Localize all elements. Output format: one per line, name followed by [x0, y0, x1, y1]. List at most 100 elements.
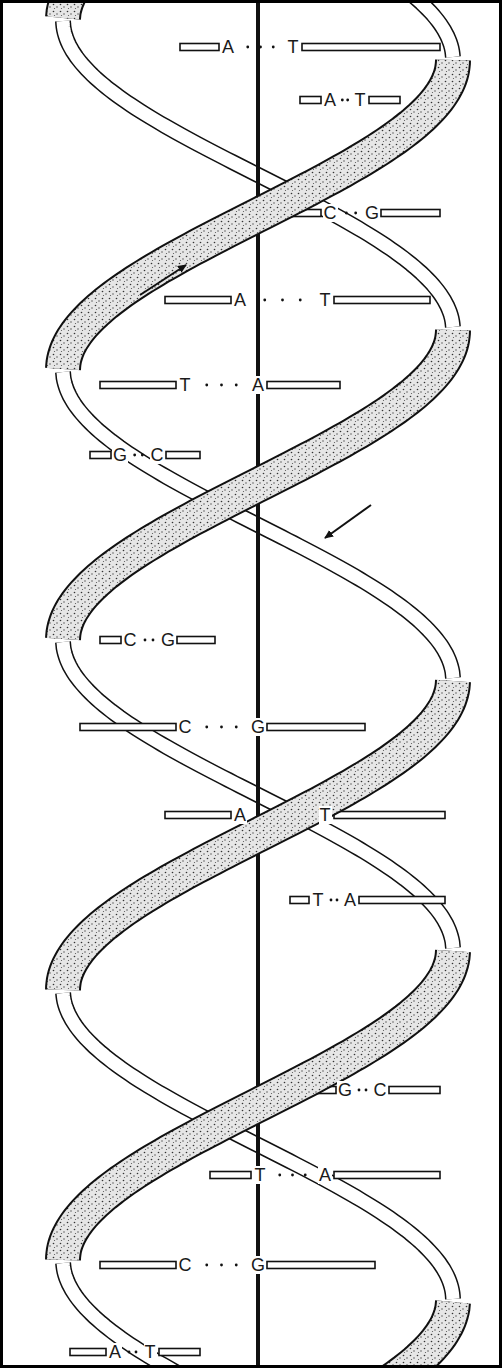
hydrogen-bond-dot [144, 639, 147, 642]
base-rod [300, 97, 321, 104]
base-letter: G [364, 204, 380, 222]
base-letter: T [354, 91, 367, 109]
hydrogen-bond-dot [235, 384, 238, 387]
hydrogen-bond-dot [133, 454, 136, 457]
front-strand-edge [305, 1302, 453, 1365]
base-rod [359, 897, 445, 904]
base-letter: T [254, 1166, 267, 1184]
double-helix [3, 3, 499, 1365]
direction-arrow [140, 265, 186, 295]
base-letter: T [144, 1343, 157, 1361]
base-letter: T [319, 291, 332, 309]
hydrogen-bond-dot [345, 212, 348, 215]
base-rod [159, 1349, 200, 1356]
base-rod [80, 724, 176, 731]
hydrogen-bond-dot [281, 299, 284, 302]
front-strand-edge [63, 60, 453, 369]
base-letter: A [108, 1343, 122, 1361]
base-letter: C [323, 204, 338, 222]
base-rod [267, 1262, 375, 1269]
base-rod [290, 897, 309, 904]
base-letter: G [112, 446, 128, 464]
base-rod [180, 44, 219, 51]
base-letter: A [251, 376, 265, 394]
hydrogen-bond-dot [272, 46, 275, 49]
base-rod [166, 452, 200, 459]
base-letter: T [312, 891, 325, 909]
base-rod [334, 1172, 440, 1179]
base-letter: A [221, 38, 235, 56]
hydrogen-bond-dot [358, 1089, 361, 1092]
hydrogen-bond-dot [220, 384, 223, 387]
base-rod [165, 297, 231, 304]
base-letter: C [150, 446, 165, 464]
base-letter: A [233, 806, 247, 824]
front-strand [63, 681, 453, 990]
hydrogen-bond-dot [246, 46, 249, 49]
hydrogen-bond-dot [346, 99, 349, 102]
direction-arrow [325, 505, 371, 538]
base-letter: C [373, 1081, 388, 1099]
front-strand [63, 3, 119, 18]
hydrogen-bond-dot [220, 1264, 223, 1267]
base-rod [100, 382, 176, 389]
front-strand [63, 60, 453, 369]
hydrogen-bond-dot [291, 1174, 294, 1177]
hydrogen-bond-dot [205, 726, 208, 729]
base-letter: G [250, 1256, 266, 1274]
base-rod [334, 812, 445, 819]
hydrogen-bond-dot [263, 299, 266, 302]
base-rod [267, 724, 365, 731]
base-rod [100, 637, 121, 644]
base-letter: G [250, 718, 266, 736]
hydrogen-bond-dot [205, 384, 208, 387]
hydrogen-bond-dot [128, 1351, 131, 1354]
front-strand [305, 1302, 453, 1365]
hydrogen-bond-dot [220, 726, 223, 729]
front-strand-edge [63, 3, 119, 18]
base-letter: T [179, 376, 192, 394]
back-strand-edge [63, 1263, 289, 1365]
front-strand-edge [63, 951, 453, 1260]
base-rod [100, 1262, 176, 1269]
hydrogen-bond-dot [365, 1089, 368, 1092]
hydrogen-bond-dot [152, 639, 155, 642]
base-rod [90, 452, 111, 459]
hydrogen-bond-dot [135, 1351, 138, 1354]
hydrogen-bond-dot [299, 299, 302, 302]
hydrogen-bond-dot [235, 726, 238, 729]
base-letter: C [178, 718, 193, 736]
base-rod [381, 210, 440, 217]
hydrogen-bond-dot [304, 1174, 307, 1177]
base-letter: C [123, 631, 138, 649]
base-rod [267, 382, 340, 389]
hydrogen-bond-dot [278, 1174, 281, 1177]
front-strand-edge [63, 681, 453, 990]
base-letter: A [323, 91, 337, 109]
base-letter: T [319, 806, 332, 824]
hydrogen-bond-dot [354, 212, 357, 215]
hydrogen-bond-dot [235, 1264, 238, 1267]
base-rod [369, 97, 400, 104]
base-rod [177, 637, 215, 644]
back-strand [63, 1263, 289, 1365]
base-rod [165, 812, 231, 819]
base-rod [210, 1172, 251, 1179]
front-strand [63, 951, 453, 1260]
hydrogen-bond-dot [141, 454, 144, 457]
paper: ATATCGATTAGCCGCGATTAGCTACGAT [3, 3, 499, 1365]
base-rod [389, 1087, 440, 1094]
front-strand [63, 330, 453, 639]
hydrogen-bond-dot [336, 899, 339, 902]
hydrogen-bond-dot [341, 99, 344, 102]
hydrogen-bond-dot [205, 1264, 208, 1267]
base-letter: G [160, 631, 176, 649]
base-rod [334, 297, 430, 304]
hydrogen-bond-dot [259, 46, 262, 49]
base-letter: A [343, 891, 357, 909]
front-strand-edge [63, 330, 453, 639]
base-letter: A [318, 1166, 332, 1184]
base-rod [70, 1349, 106, 1356]
hydrogen-bond-dot [330, 899, 333, 902]
